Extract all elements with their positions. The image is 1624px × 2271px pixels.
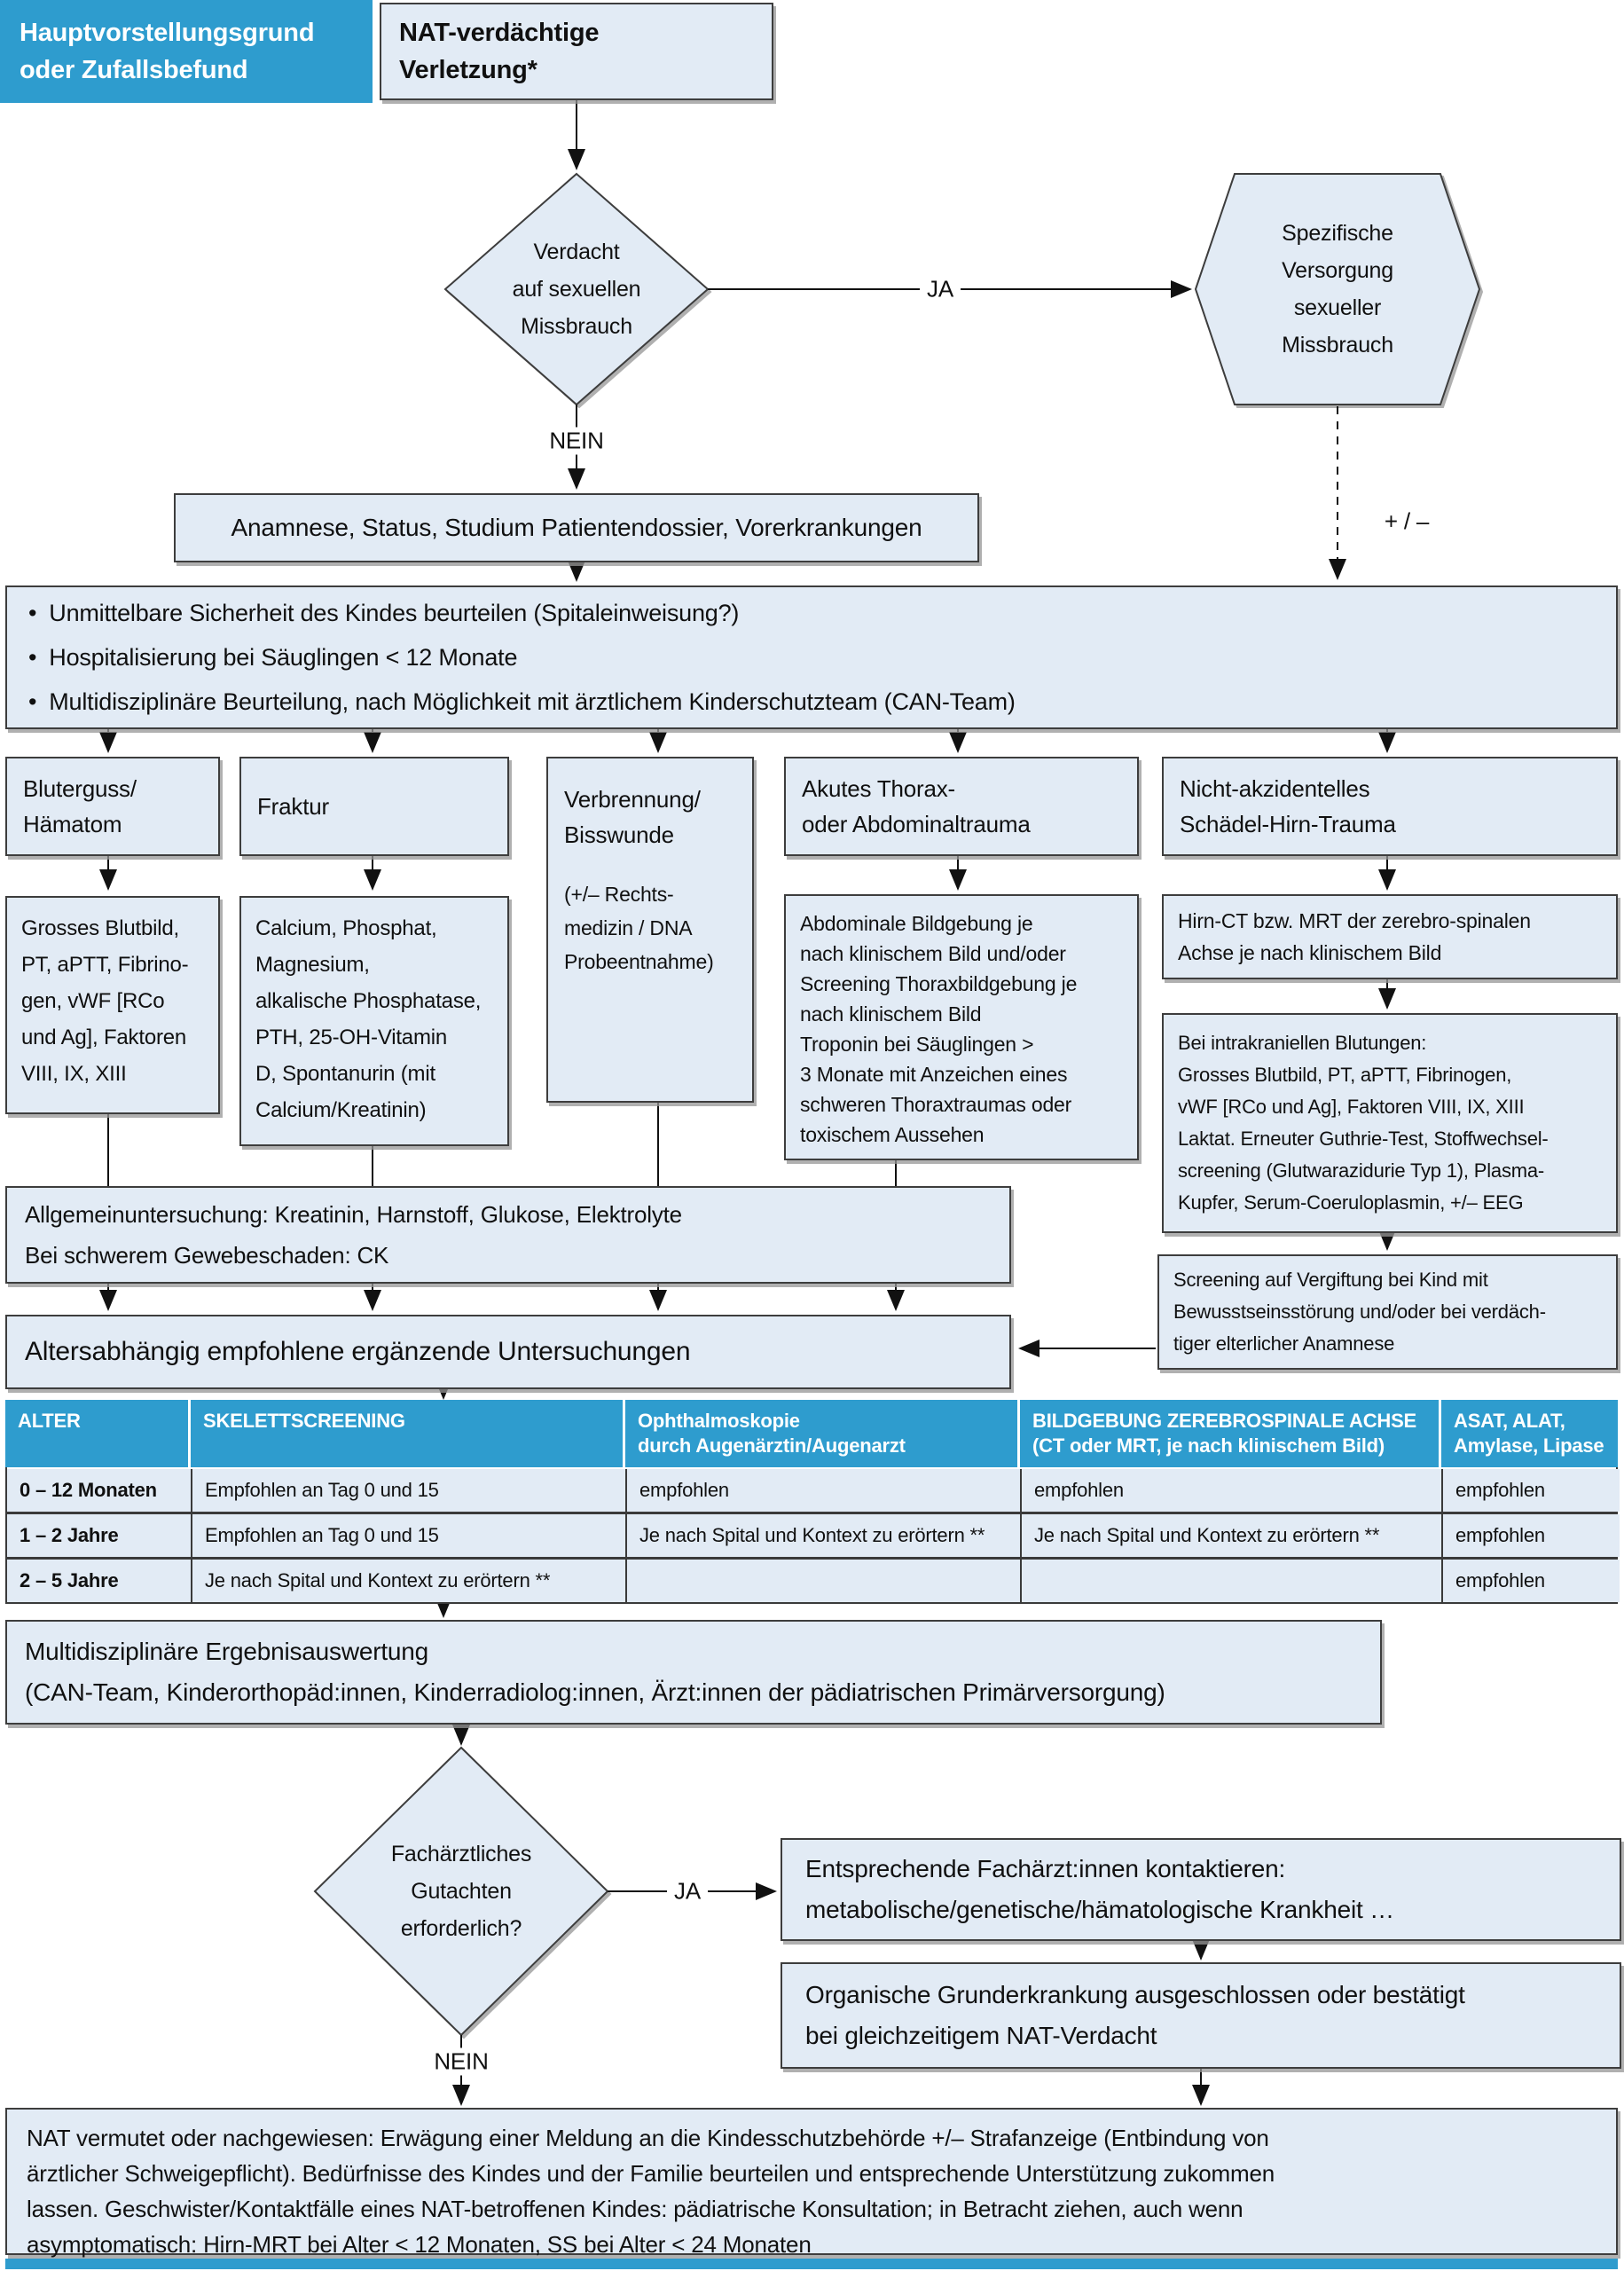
col-header-asat-alat: ASAT, ALAT, Amylase, Lipase (1441, 1400, 1618, 1467)
cell-imaging: Je nach Spital und Kontext zu erörtern *… (1022, 1514, 1443, 1557)
cell-age: 0 – 12 Monaten (7, 1469, 192, 1512)
table-row: 0 – 12 Monaten Empfohlen an Tag 0 und 15… (7, 1467, 1620, 1512)
edge-label-ja-1: JA (920, 275, 961, 303)
cell-ophthalmoscopy: Je nach Spital und Kontext zu erörtern *… (627, 1514, 1022, 1557)
edge-label-nein-1: NEIN (542, 427, 611, 455)
edge-label-nein-2: NEIN (427, 2047, 496, 2076)
detail-poisoning-screening: Screening auf Vergiftung bei Kind mit Be… (1157, 1254, 1618, 1370)
general-exam-box: Allgemeinuntersuchung: Kreatinin, Harnst… (5, 1186, 1011, 1284)
assessment-bullet-1: • Unmittelbare Sicherheit des Kindes beu… (28, 591, 1616, 635)
detail-bruise-labs: Grosses Blutbild, PT, aPTT, Fibrino- gen… (5, 896, 220, 1114)
organic-disease-box: Organische Grunderkrankung ausgeschlosse… (781, 1962, 1621, 2069)
cell-age: 2 – 5 Jahre (7, 1560, 192, 1602)
age-table-body: 0 – 12 Monaten Empfohlen an Tag 0 und 15… (5, 1467, 1620, 1604)
detail-thorax-imaging: Abdominale Bildgebung je nach klinischem… (784, 894, 1139, 1160)
assessment-bullet-3-text: Multidisziplinäre Beurteilung, nach Mögl… (49, 688, 1016, 715)
cell-imaging (1022, 1560, 1443, 1602)
cell-skeletal: Empfohlen an Tag 0 und 15 (192, 1469, 627, 1512)
category-head-trauma: Nicht-akzidentelles Schädel-Hirn-Trauma (1162, 757, 1618, 856)
bottom-blue-bar (5, 2259, 1618, 2269)
cell-labs: empfohlen (1443, 1469, 1620, 1512)
detail-brain-imaging: Hirn-CT bzw. MRT der zerebro-spinalen Ac… (1162, 894, 1618, 979)
category-bruise: Bluterguss/ Hämatom (5, 757, 220, 856)
cell-imaging: empfohlen (1022, 1469, 1443, 1512)
age-recommendations-box: Altersabhängig empfohlene ergänzende Unt… (5, 1315, 1011, 1389)
bullet-icon: • (28, 600, 37, 626)
cell-skeletal: Empfohlen an Tag 0 und 15 (192, 1514, 627, 1557)
category-burn-bite-note: (+/– Rechts- medizin / DNA Probeentnahme… (564, 883, 714, 973)
col-header-ophthalmoskopie: Ophthalmoskopie durch Augenärztin/Augena… (625, 1400, 1020, 1467)
sexual-abuse-care-hexagon-shape (1194, 173, 1481, 405)
start-node: NAT-verdächtige Verletzung* (380, 3, 773, 100)
decision-specialist-label: Fachärztliches Gutachten erforderlich? (390, 1842, 532, 1941)
legend-main-reason: Hauptvorstellungsgrund oder Zufallsbefun… (0, 0, 373, 103)
category-fracture: Fraktur (239, 757, 509, 856)
sexual-abuse-care-label: Spezifische Versorgung sexueller Missbra… (1282, 221, 1393, 358)
final-recommendation-box: NAT vermutet oder nachgewiesen: Erwägung… (5, 2108, 1618, 2258)
assessment-bullet-2-text: Hospitalisierung bei Säuglingen < 12 Mon… (49, 644, 518, 671)
bullet-icon: • (28, 644, 37, 671)
col-header-alter: ALTER (5, 1400, 191, 1467)
detail-intracranial-labs: Bei intrakraniellen Blutungen: Grosses B… (1162, 1013, 1618, 1233)
age-table: ALTER SKELETTSCREENING Ophthalmoskopie d… (5, 1400, 1620, 1604)
assessment-bullet-2: • Hospitalisierung bei Säuglingen < 12 M… (28, 635, 1616, 680)
decision-sexual-abuse-label: Verdacht auf sexuellen Missbrauch (512, 240, 641, 339)
table-row: 2 – 5 Jahre Je nach Spital und Kontext z… (7, 1557, 1620, 1602)
edge-label-plus-minus: + / – (1384, 507, 1430, 535)
assessment-box: • Unmittelbare Sicherheit des Kindes beu… (5, 585, 1618, 729)
col-header-skelettscreening: SKELETTSCREENING (191, 1400, 625, 1467)
specialists-box: Entsprechende Fachärzt:innen kontaktiere… (781, 1838, 1621, 1941)
edge-label-ja-2: JA (667, 1877, 708, 1906)
bullet-icon: • (28, 688, 37, 715)
category-burn-bite: Verbrennung/ Bisswunde (+/– Rechts- medi… (546, 757, 754, 1103)
cell-ophthalmoscopy: empfohlen (627, 1469, 1022, 1512)
col-header-bildgebung: BILDGEBUNG ZEREBROSPINALE ACHSE (CT oder… (1020, 1400, 1441, 1467)
cell-skeletal: Je nach Spital und Kontext zu erörtern *… (192, 1560, 627, 1602)
cell-ophthalmoscopy (627, 1560, 1022, 1602)
detail-fracture-labs: Calcium, Phosphat, Magnesium, alkalische… (239, 896, 509, 1146)
anamnese-box: Anamnese, Status, Studium Patientendossi… (174, 493, 979, 562)
cell-age: 1 – 2 Jahre (7, 1514, 192, 1557)
assessment-bullet-3: • Multidisziplinäre Beurteilung, nach Mö… (28, 680, 1616, 724)
cell-labs: empfohlen (1443, 1560, 1620, 1602)
cell-labs: empfohlen (1443, 1514, 1620, 1557)
table-row: 1 – 2 Jahre Empfohlen an Tag 0 und 15 Je… (7, 1512, 1620, 1557)
category-thorax-abdominal: Akutes Thorax- oder Abdominaltrauma (784, 757, 1139, 856)
category-burn-bite-title: Verbrennung/ Bisswunde (564, 786, 701, 848)
assessment-bullet-1-text: Unmittelbare Sicherheit des Kindes beurt… (49, 600, 740, 626)
age-table-header: ALTER SKELETTSCREENING Ophthalmoskopie d… (5, 1400, 1618, 1467)
multidisciplinary-box: Multidisziplinäre Ergebnisauswertung (CA… (5, 1620, 1382, 1725)
